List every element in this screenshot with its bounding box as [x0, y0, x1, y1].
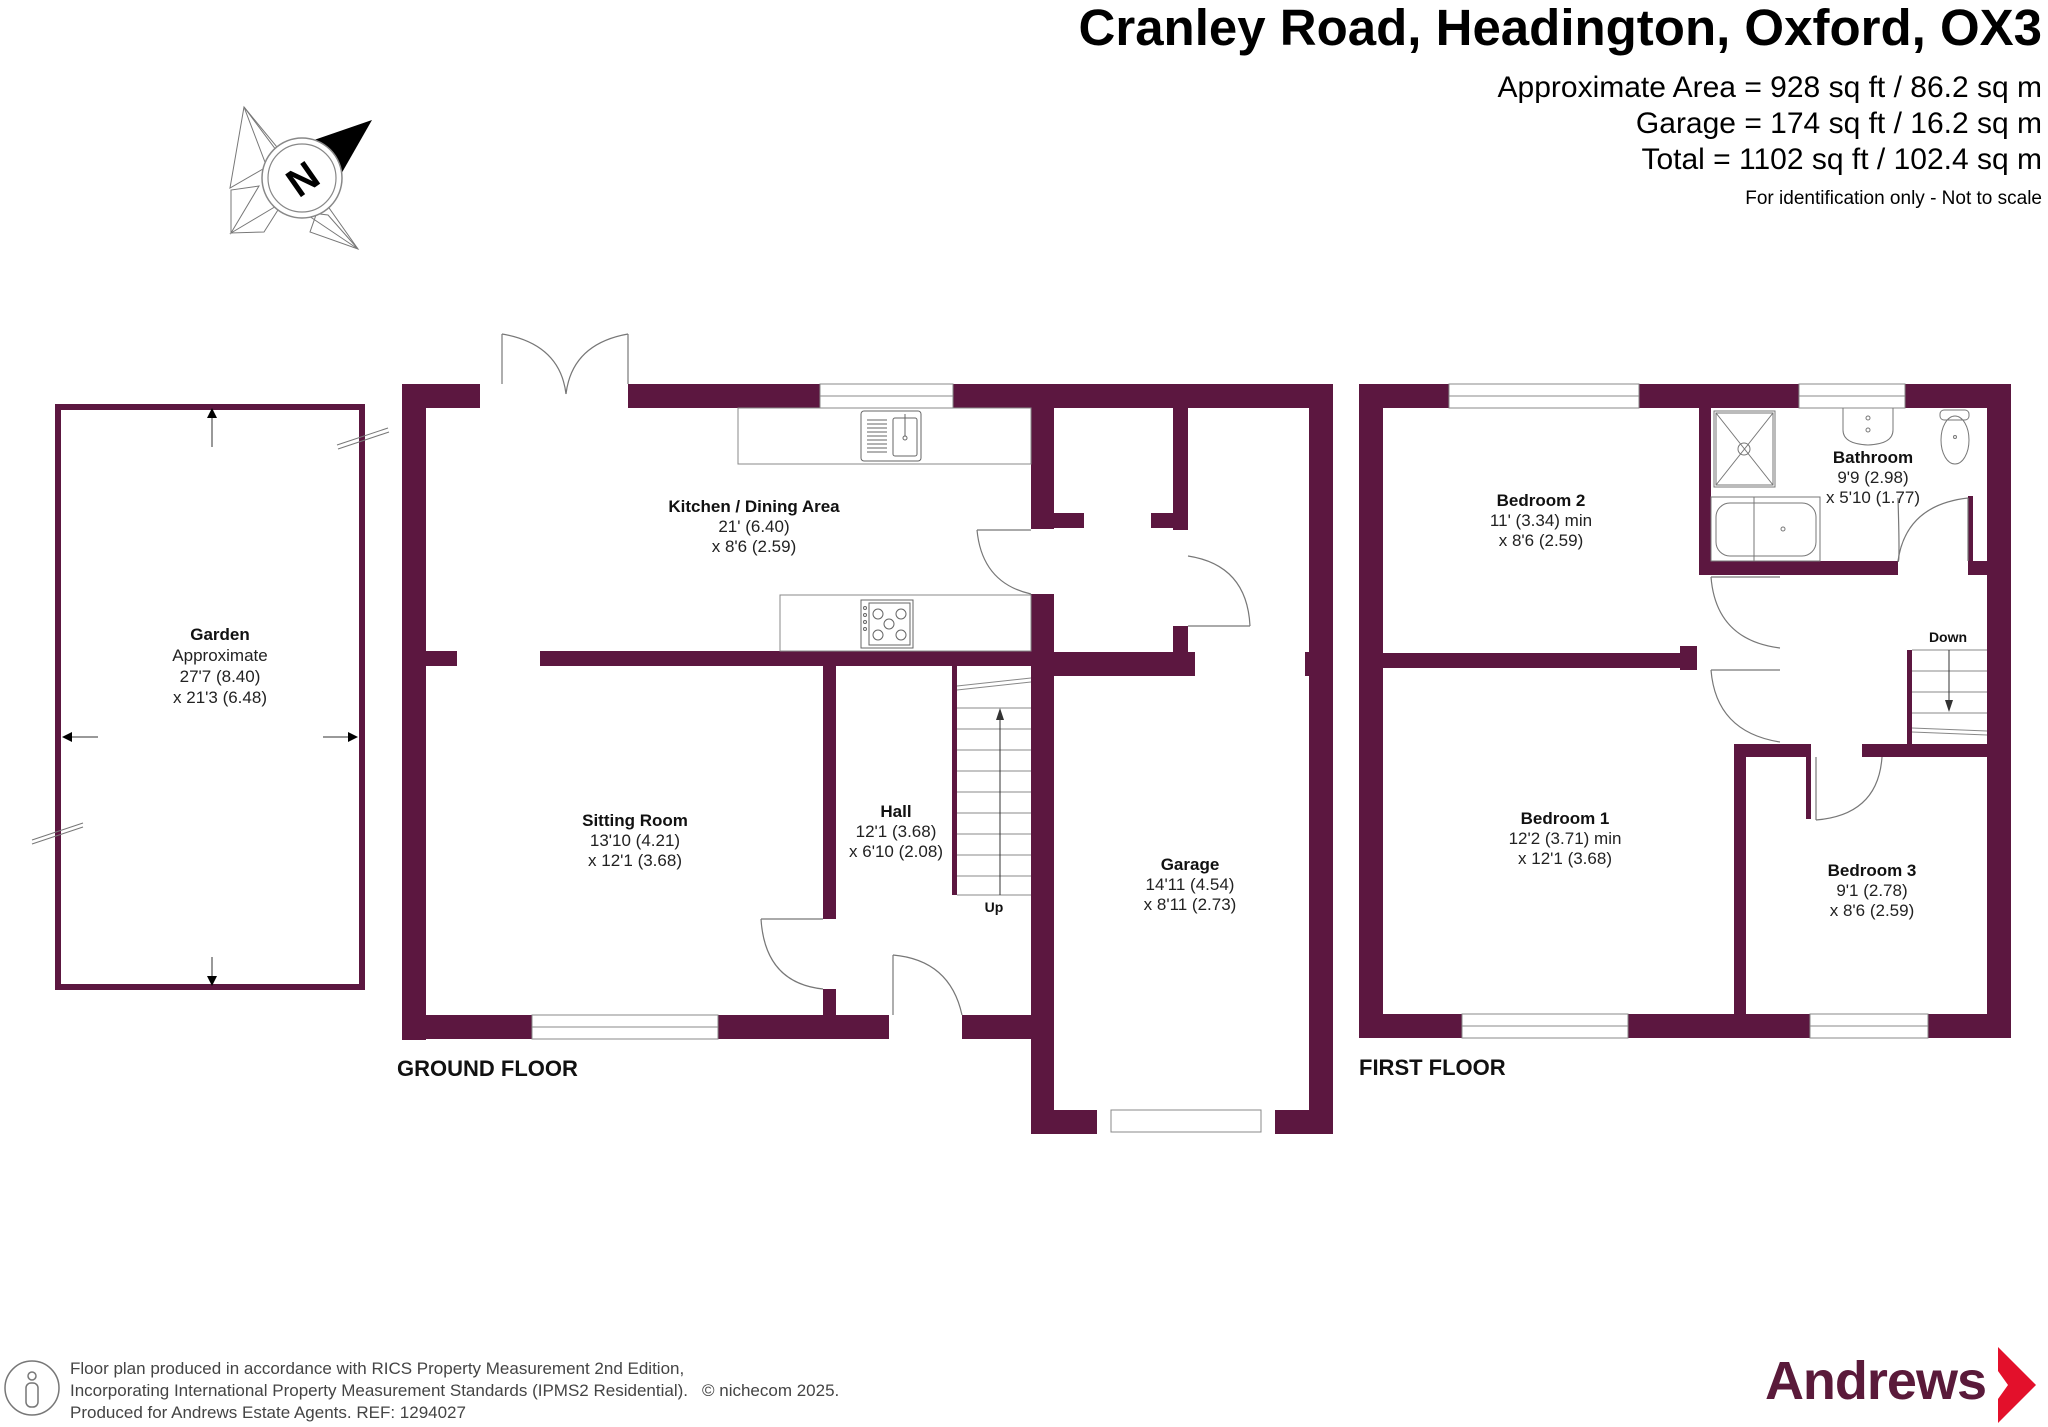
stairs-down [1911, 649, 1988, 736]
svg-text:13'10 (4.21): 13'10 (4.21) [590, 831, 680, 850]
svg-text:12'1 (3.68): 12'1 (3.68) [856, 822, 937, 841]
svg-text:Hall: Hall [880, 802, 911, 821]
footer-line-1: Floor plan produced in accordance with R… [70, 1359, 685, 1378]
ground-floor-walls [402, 384, 1333, 1134]
first-floor-label: FIRST FLOOR [1359, 1055, 1506, 1080]
room-bathroom: Bathroom 9'9 (2.98) x 5'10 (1.77) [1826, 448, 1920, 507]
svg-text:x 8'6 (2.59): x 8'6 (2.59) [712, 537, 797, 556]
svg-text:Bathroom: Bathroom [1833, 448, 1913, 467]
room-bedroom-2: Bedroom 2 11' (3.34) min x 8'6 (2.59) [1490, 491, 1592, 550]
bath-icon [1710, 496, 1821, 562]
svg-text:21' (6.40): 21' (6.40) [718, 517, 789, 536]
north-compass-icon: N [229, 105, 372, 250]
first-floor-walls [1359, 384, 2011, 1038]
svg-text:Sitting Room: Sitting Room [582, 811, 688, 830]
scale-note: For identification only - Not to scale [1745, 188, 2042, 209]
svg-text:12'2 (3.71) min: 12'2 (3.71) min [1509, 829, 1622, 848]
svg-text:x 12'1 (3.68): x 12'1 (3.68) [588, 851, 682, 870]
hob-icon [860, 599, 914, 649]
stairs-down-label: Down [1929, 629, 1967, 645]
svg-text:14'11 (4.54): 14'11 (4.54) [1146, 875, 1235, 894]
svg-text:Garage: Garage [1161, 855, 1220, 874]
svg-text:x 8'11 (2.73): x 8'11 (2.73) [1144, 895, 1237, 914]
footer-line-2: Incorporating International Property Mea… [70, 1380, 839, 1402]
room-bedroom-1: Bedroom 1 12'2 (3.71) min x 12'1 (3.68) [1509, 809, 1622, 868]
property-title: Cranley Road, Headington, Oxford, OX3 [1078, 0, 2042, 56]
svg-text:Approximate: Approximate [172, 646, 267, 665]
svg-text:27'7 (8.40): 27'7 (8.40) [180, 667, 261, 686]
svg-text:x 12'1 (3.68): x 12'1 (3.68) [1518, 849, 1612, 868]
svg-text:x 8'6 (2.59): x 8'6 (2.59) [1499, 531, 1584, 550]
garage-area: Garage = 174 sq ft / 16.2 sq m [1635, 107, 2042, 140]
room-kitchen-dining: Kitchen / Dining Area 21' (6.40) x 8'6 (… [668, 497, 840, 556]
toilet-icon [1939, 409, 1970, 465]
first-floor-windows [1448, 383, 1929, 1039]
stairs-up [956, 677, 1032, 896]
svg-text:Bedroom 1: Bedroom 1 [1521, 809, 1610, 828]
approximate-area: Approximate Area = 928 sq ft / 86.2 sq m [1497, 71, 2042, 104]
garden: Garden Approximate 27'7 (8.40) x 21'3 (6… [31, 404, 390, 990]
svg-text:x 21'3 (6.48): x 21'3 (6.48) [173, 688, 267, 707]
accessibility-person-icon [4, 1360, 60, 1416]
brand-logo-text: Andrews [1764, 1351, 1987, 1411]
brand-arrow-icon [1998, 1347, 2036, 1423]
stairs-up-label: Up [985, 899, 1004, 915]
footer-line-3: Produced for Andrews Estate Agents. REF:… [70, 1403, 466, 1422]
header: Cranley Road, Headington, Oxford, OX3 Ap… [1079, 0, 2042, 212]
svg-text:x 5'10 (1.77): x 5'10 (1.77) [1826, 488, 1920, 507]
svg-text:x 6'10 (2.08): x 6'10 (2.08) [849, 842, 943, 861]
washbasin-icon [1842, 408, 1894, 446]
room-bedroom-3: Bedroom 3 9'1 (2.78) x 8'6 (2.59) [1828, 861, 1917, 920]
svg-text:11' (3.34) min: 11' (3.34) min [1490, 511, 1592, 530]
ground-floor-label: GROUND FLOOR [397, 1056, 578, 1081]
shower-tray-icon [1713, 410, 1776, 488]
svg-text:9'9 (2.98): 9'9 (2.98) [1837, 468, 1908, 487]
svg-text:Bedroom 2: Bedroom 2 [1497, 491, 1586, 510]
svg-text:Garden: Garden [190, 625, 250, 644]
sink-icon [860, 410, 922, 462]
room-garage: Garage 14'11 (4.54) x 8'11 (2.73) [1144, 855, 1237, 914]
ground-floor-doors [501, 333, 1251, 1016]
room-hall: Hall 12'1 (3.68) x 6'10 (2.08) [849, 802, 943, 861]
svg-text:Bedroom 3: Bedroom 3 [1828, 861, 1917, 880]
kitchen-worktops [737, 407, 1032, 652]
svg-text:x 8'6 (2.59): x 8'6 (2.59) [1830, 901, 1915, 920]
total-area: Total = 1102 sq ft / 102.4 sq m [1641, 143, 2042, 176]
ground-floor-windows [531, 383, 1262, 1133]
svg-text:9'1 (2.78): 9'1 (2.78) [1836, 881, 1907, 900]
svg-text:Kitchen / Dining Area: Kitchen / Dining Area [668, 497, 840, 516]
copyright: © nichecom 2025. [701, 1381, 840, 1400]
room-sitting-room: Sitting Room 13'10 (4.21) x 12'1 (3.68) [582, 811, 688, 870]
footer-disclaimer: Floor plan produced in accordance with R… [70, 1358, 839, 1424]
first-floor-doors [1710, 497, 1969, 821]
footer-line-2-text: Incorporating International Property Mea… [70, 1381, 688, 1400]
